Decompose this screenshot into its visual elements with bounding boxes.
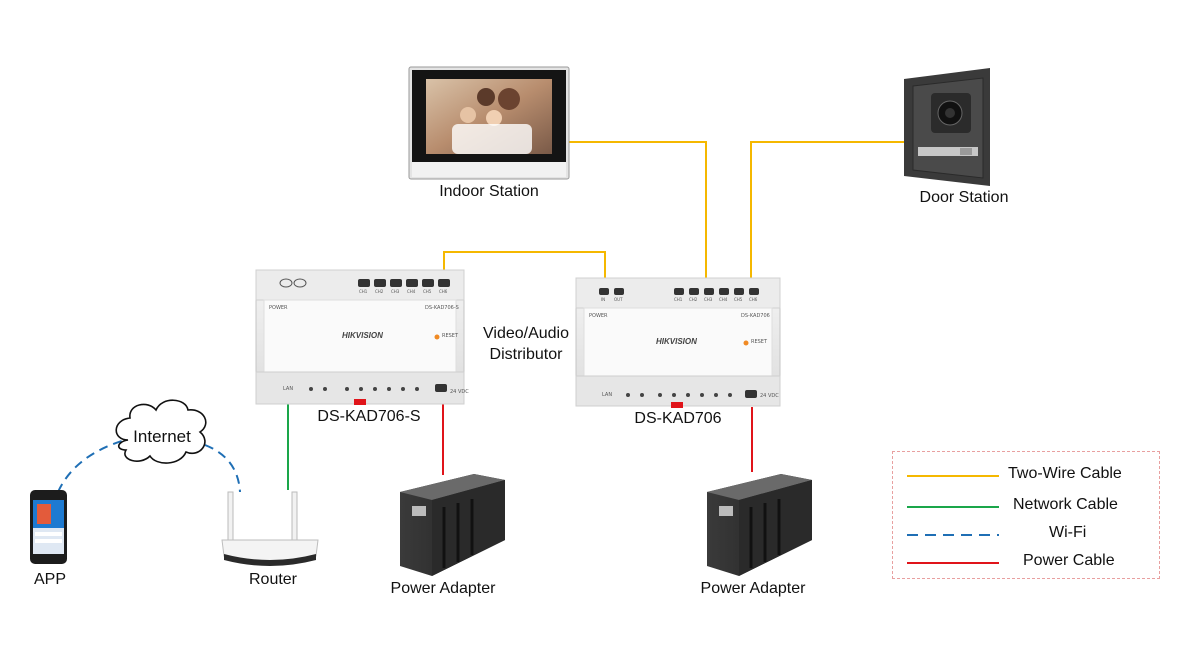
kad706-ch3: CH3 bbox=[704, 297, 713, 302]
power-adapter-2-label: Power Adapter bbox=[700, 580, 806, 597]
door-station-label: Door Station bbox=[919, 189, 1009, 206]
legend-item-two-wire: Two-Wire Cable bbox=[893, 463, 1159, 487]
kad706-reset-text: RESET bbox=[751, 339, 768, 345]
kad706-vdc-text: 24 VDC bbox=[760, 393, 779, 399]
kad706s-lan-text: LAN bbox=[283, 386, 294, 392]
power-adapter-1-device bbox=[400, 474, 505, 576]
kad706-model-text: DS-KAD706 bbox=[741, 313, 770, 319]
wifi-link-router bbox=[204, 444, 241, 493]
legend-swatch-two-wire bbox=[907, 475, 999, 477]
kad706-label: DS-KAD706 bbox=[634, 410, 722, 427]
internet-label: Internet bbox=[133, 427, 191, 446]
kad706-lan-text: LAN bbox=[602, 392, 613, 398]
router-device bbox=[221, 491, 319, 566]
kad706s-ch5: CH5 bbox=[423, 289, 432, 294]
kad706-ch2: CH2 bbox=[689, 297, 698, 302]
legend-item-power: Power Cable bbox=[893, 550, 1159, 574]
router-label: Router bbox=[248, 571, 298, 588]
legend-label-network: Network Cable bbox=[1013, 496, 1118, 513]
kad706s-vdc-text: 24 VDC bbox=[450, 389, 469, 395]
distributor-caption: Video/Audio Distributor bbox=[483, 325, 569, 363]
indoor-station-device bbox=[408, 66, 570, 180]
app-label: APP bbox=[33, 571, 67, 588]
power-adapter-1-label: Power Adapter bbox=[390, 580, 496, 597]
kad706s-ch2: CH2 bbox=[375, 289, 384, 294]
kad706s-model-text: DS-KAD706-S bbox=[425, 305, 459, 311]
internet-cloud bbox=[115, 399, 207, 464]
kad706s-ch1: CH1 bbox=[359, 289, 368, 294]
kad706s-device bbox=[255, 269, 465, 405]
kad706-in-text: IN bbox=[601, 297, 606, 302]
legend-item-network: Network Cable bbox=[893, 494, 1159, 518]
kad706s-ch4: CH4 bbox=[407, 289, 416, 294]
kad706s-ch3: CH3 bbox=[391, 289, 400, 294]
legend-label-wifi: Wi-Fi bbox=[1049, 524, 1087, 541]
kad706-ch6: CH6 bbox=[749, 297, 758, 302]
legend-swatch-wifi bbox=[907, 534, 999, 536]
legend-label-power: Power Cable bbox=[1023, 552, 1115, 569]
power-adapter-2-device bbox=[707, 474, 812, 576]
legend-label-two-wire: Two-Wire Cable bbox=[1008, 465, 1122, 482]
kad706-ch5: CH5 bbox=[734, 297, 743, 302]
kad706-ch4: CH4 bbox=[719, 297, 728, 302]
legend-item-wifi: Wi-Fi bbox=[893, 522, 1159, 546]
cable-indoor-to-distributor bbox=[569, 141, 707, 287]
legend-swatch-power bbox=[907, 562, 999, 564]
legend-swatch-network bbox=[907, 506, 999, 508]
cable-door-to-distributor bbox=[750, 141, 904, 287]
legend: Two-Wire Cable Network Cable Wi-Fi Power… bbox=[892, 451, 1160, 579]
kad706-brand-text: HIKVISION bbox=[656, 337, 697, 346]
wifi-link-app bbox=[57, 439, 126, 493]
cable-kad706s-to-kad706 bbox=[443, 251, 606, 287]
indoor-station-label: Indoor Station bbox=[439, 183, 539, 200]
kad706s-power-text: POWER bbox=[269, 305, 288, 311]
door-station-device bbox=[904, 68, 990, 186]
kad706s-ch6: CH6 bbox=[439, 289, 448, 294]
kad706s-reset-text: RESET bbox=[442, 333, 459, 339]
phone-device bbox=[30, 490, 67, 564]
kad706-out-text: OUT bbox=[614, 297, 623, 302]
kad706-power-text: POWER bbox=[589, 313, 608, 319]
kad706-device bbox=[575, 277, 781, 408]
kad706-ch1: CH1 bbox=[674, 297, 683, 302]
kad706s-label: DS-KAD706-S bbox=[317, 408, 421, 425]
kad706s-brand-text: HIKVISION bbox=[342, 331, 383, 340]
